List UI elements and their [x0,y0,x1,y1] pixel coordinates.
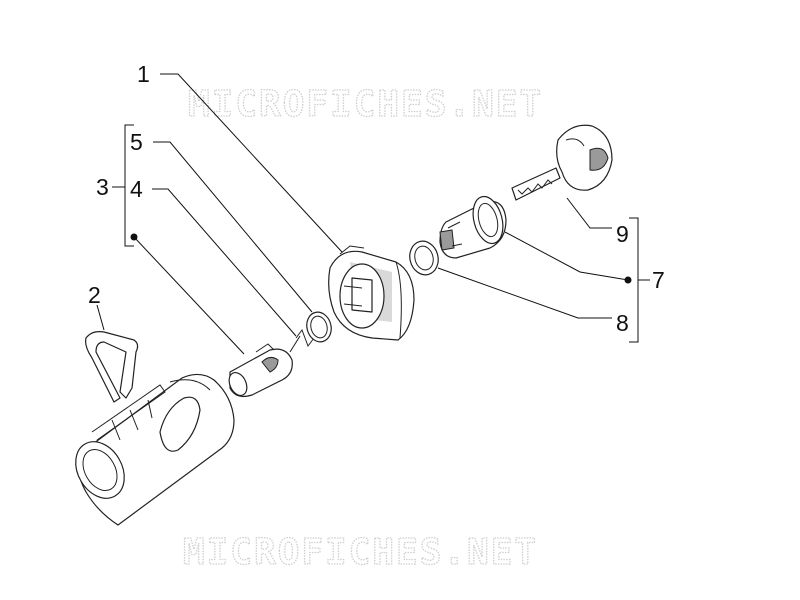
group-bullet-3 [130,233,138,241]
callout-4: 4 [130,176,143,202]
callout-5: 5 [130,129,143,155]
leader-line-7 [504,231,629,281]
key-drawing [511,124,613,201]
watermark-top: MICROFICHES.NET [188,84,543,125]
leader-line-latch [133,236,245,355]
group-bullet-7 [624,276,632,284]
latch-pin-drawing [228,343,293,398]
lock-cylinder-drawing [439,195,507,259]
leader-line-2 [96,304,105,331]
lock-tube-drawing [75,373,235,526]
leader-line-1 [160,73,343,253]
leader-line-9 [566,197,612,229]
callout-7: 7 [652,267,665,293]
leader-line-8 [437,267,612,319]
sealing-ring-drawing [409,240,439,276]
lock-housing-drawing [328,245,415,341]
bracket-3 [112,124,134,247]
callout-9: 9 [616,221,629,247]
callout-8: 8 [616,310,629,336]
leader-line-4 [152,188,297,337]
retaining-ring-drawing [306,311,332,343]
watermark-bottom: MICROFICHES.NET [183,532,538,573]
callout-1: 1 [137,61,150,87]
spring-pin-drawing [289,328,315,353]
callout-3: 3 [96,174,109,200]
leader-line-5 [153,141,313,313]
callout-2: 2 [88,282,101,308]
spring-clip-drawing [85,331,139,403]
bracket-7 [629,217,650,343]
